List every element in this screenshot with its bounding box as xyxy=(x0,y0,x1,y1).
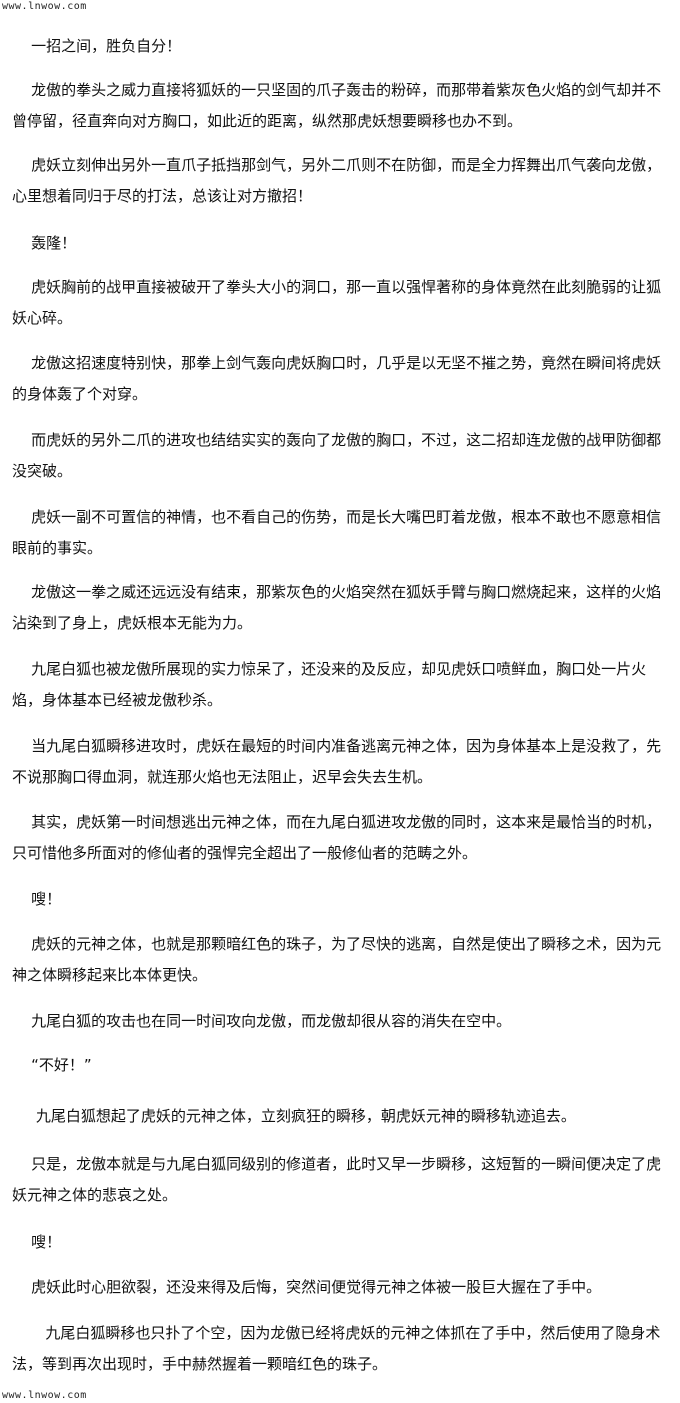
paragraph-1: 一招之间，胜负自分！ xyxy=(12,37,182,55)
paragraph-3: 虎妖立刻伸出另外一直爪子抵挡那剑气，另外二爪则不在防御，而是全力挥舞出爪气袭向龙… xyxy=(12,156,662,205)
paragraph-11: 当九尾白狐瞬移进攻时，虎妖在最短的时间内准备逃离元神之体，因为身体基本上是没救了… xyxy=(12,737,662,786)
watermark-url-bottom: www.lnwow.com xyxy=(2,1390,87,1401)
paragraph-19: 嗖！ xyxy=(12,1233,62,1251)
paragraph-18: 只是，龙傲本就是与九尾白狐同级别的修道者，此时又早一步瞬移，这短暂的一瞬间便决定… xyxy=(12,1155,662,1204)
paragraph-4: 轰隆！ xyxy=(12,234,77,252)
paragraph-10: 九尾白狐也被龙傲所展现的实力惊呆了，还没来的及反应，却见虎妖口喷鲜血，胸口处一片… xyxy=(12,660,647,709)
paragraph-20: 虎妖此时心胆欲裂，还没来得及后悔，突然间便觉得元神之体被一股巨大握在了手中。 xyxy=(12,1278,602,1296)
paragraph-15: 九尾白狐的攻击也在同一时间攻向龙傲，而龙傲却很从容的消失在空中。 xyxy=(12,1012,512,1030)
paragraph-5: 虎妖胸前的战甲直接被破开了拳头大小的洞口，那一直以强悍著称的身体竟然在此刻脆弱的… xyxy=(12,278,662,327)
paragraph-8: 虎妖一副不可置信的神情，也不看自己的伤势，而是长大嘴巴盯着龙傲，根本不敢也不愿意… xyxy=(12,508,662,557)
paragraph-13: 嗖！ xyxy=(12,890,62,908)
paragraph-12: 其实，虎妖第一时间想逃出元神之体，而在九尾白狐进攻龙傲的同时，这本来是最恰当的时… xyxy=(12,813,662,862)
paragraph-6: 龙傲这招速度特别快，那拳上剑气轰向虎妖胸口时，几乎是以无坚不摧之势，竟然在瞬间将… xyxy=(12,354,662,403)
paragraph-16: “不好！” xyxy=(12,1056,92,1074)
paragraph-14: 虎妖的元神之体，也就是那颗暗红色的珠子，为了尽快的逃离，自然是使出了瞬移之术，因… xyxy=(12,935,662,984)
paragraph-17: 九尾白狐想起了虎妖的元神之体，立刻疯狂的瞬移，朝虎妖元神的瞬移轨迹追去。 xyxy=(12,1107,576,1125)
paragraph-2: 龙傲的拳头之威力直接将狐妖的一只坚固的爪子轰击的粉碎，而那带着紫灰色火焰的剑气却… xyxy=(12,81,662,130)
paragraph-7: 而虎妖的另外二爪的进攻也结结实实的轰向了龙傲的胸口，不过，这二招却连龙傲的战甲防… xyxy=(12,431,662,480)
paragraph-21: 九尾白狐瞬移也只扑了个空，因为龙傲已经将虎妖的元神之体抓在了手中，然后使用了隐身… xyxy=(12,1324,661,1373)
watermark-url-top: www.lnwow.com xyxy=(2,1,87,12)
paragraph-9: 龙傲这一拳之威还远远没有结束，那紫灰色的火焰突然在狐妖手臂与胸口燃烧起来，这样的… xyxy=(12,583,662,632)
